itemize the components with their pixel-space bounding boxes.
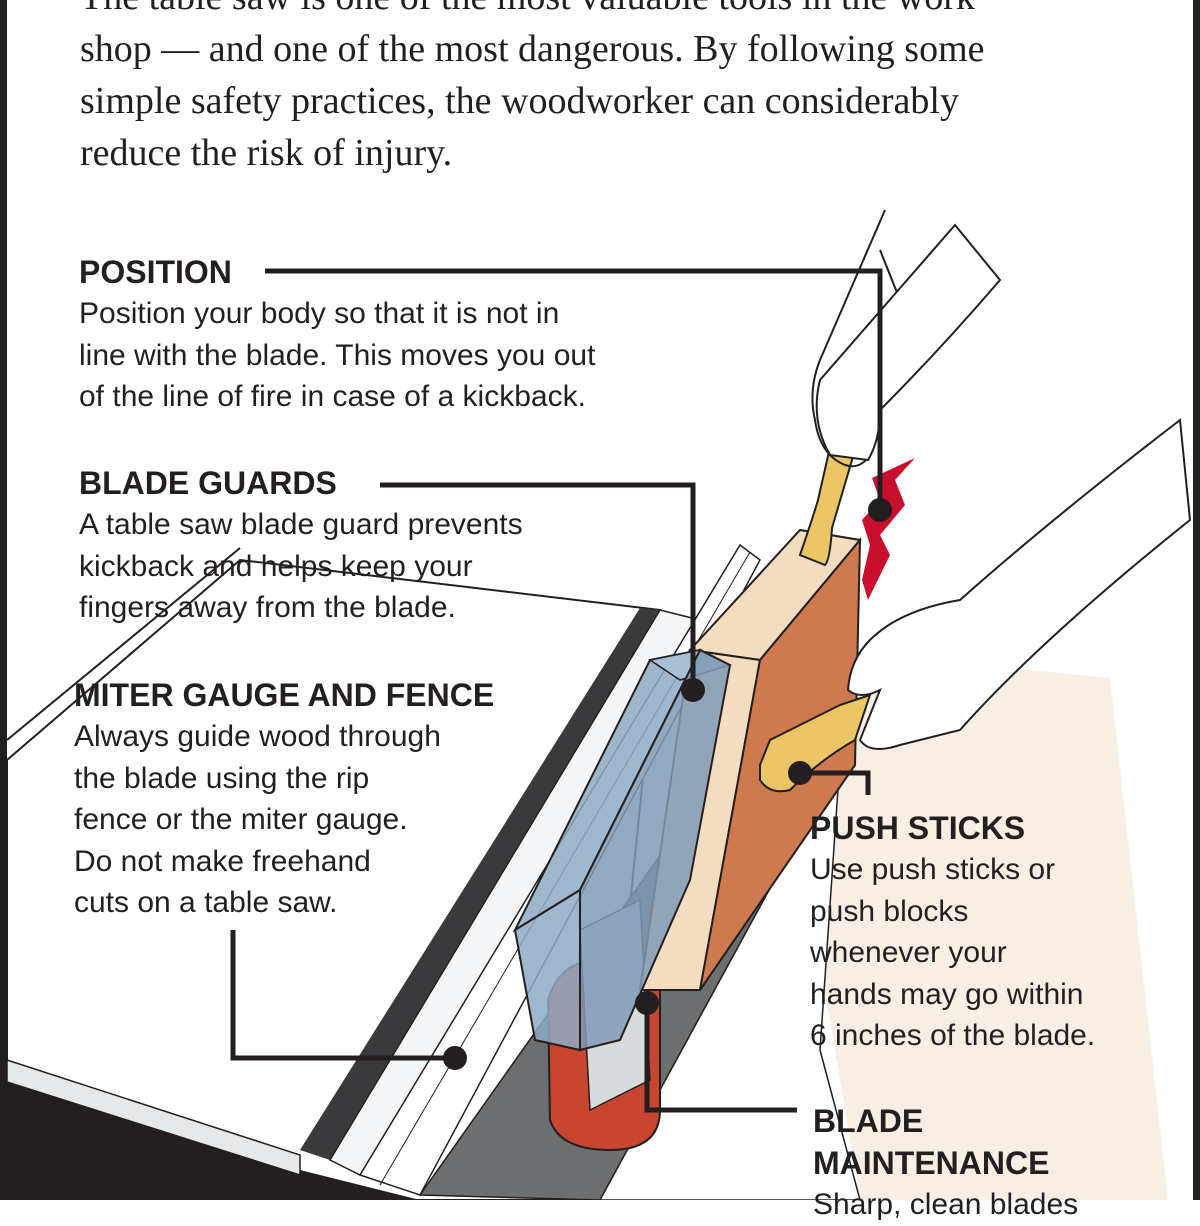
intro-line: The table saw is one of the most valuabl… bbox=[80, 0, 1160, 23]
lower-hand bbox=[846, 418, 1192, 750]
leader-blade-guards bbox=[380, 482, 696, 690]
callout-line: push blocks bbox=[810, 894, 969, 928]
callout-position: POSITION Position your body so that it i… bbox=[79, 251, 595, 418]
callout-line: hands may go within bbox=[810, 977, 1084, 1011]
table-edge-line bbox=[6, 547, 241, 741]
table-front-highlight bbox=[6, 1058, 301, 1177]
callout-push-sticks-text: Use push sticks or push blocks whenever … bbox=[810, 849, 1095, 1057]
callout-line: of the line of fire in case of a kickbac… bbox=[79, 380, 586, 413]
callout-blade-guards: BLADE GUARDS A table saw blade guard pre… bbox=[79, 462, 523, 629]
callout-line: Always guide wood through bbox=[74, 720, 441, 753]
leader-position-dot bbox=[868, 498, 892, 522]
table-saw-illustration bbox=[6, 209, 1192, 1200]
leader-push-sticks-dot bbox=[788, 761, 812, 785]
background-panel bbox=[780, 650, 1168, 1200]
callout-push-sticks-title: PUSH STICKS bbox=[810, 810, 1026, 846]
leader-miter-gauge bbox=[230, 930, 455, 1061]
leader-blade-maintenance-dot bbox=[635, 991, 659, 1015]
leader-push-sticks bbox=[800, 770, 871, 795]
callout-line: Use push sticks or bbox=[810, 853, 1056, 886]
callout-blade-guards-title: BLADE GUARDS bbox=[79, 465, 337, 501]
frame-border-right bbox=[1193, 0, 1200, 1200]
callout-miter-gauge-title: MITER GAUGE AND FENCE bbox=[74, 677, 495, 713]
callout-line: kickback and helps keep your bbox=[79, 549, 473, 583]
callout-line: cuts on a table saw. bbox=[74, 886, 338, 919]
callout-line: Sharp, clean blades bbox=[813, 1188, 1079, 1221]
callout-position-title: POSITION bbox=[79, 254, 232, 290]
callout-line: Do not make freehand bbox=[74, 844, 371, 878]
leader-blade-maintenance bbox=[644, 1003, 797, 1113]
callout-line: line with the blade. This moves you out bbox=[79, 338, 596, 372]
saw-table-front-edge bbox=[7, 1075, 420, 1200]
callout-blade-guards-text: A table saw blade guard prevents kickbac… bbox=[79, 504, 523, 629]
callout-push-sticks: PUSH STICKS Use push sticks or push bloc… bbox=[810, 807, 1095, 1057]
callout-blade-maintenance: BLADE MAINTENANCE Sharp, clean blades bbox=[813, 1100, 1078, 1226]
callout-position-text: Position your body so that it is not in … bbox=[79, 293, 595, 418]
callout-line: fingers away from the blade. bbox=[79, 591, 456, 624]
callout-blade-maintenance-text: Sharp, clean blades bbox=[813, 1184, 1078, 1226]
callout-line: whenever your bbox=[810, 936, 1007, 969]
intro-line: simple safety practices, the woodworker … bbox=[80, 80, 959, 122]
callout-miter-gauge-text: Always guide wood through the blade usin… bbox=[74, 716, 494, 924]
blade-guard-front bbox=[513, 888, 581, 1052]
rip-fence bbox=[300, 608, 660, 1160]
callout-blade-maintenance-title: MAINTENANCE bbox=[813, 1145, 1050, 1181]
leader-position bbox=[265, 268, 883, 510]
leader-blade-guards-dot bbox=[681, 678, 705, 702]
callout-line: A table saw blade guard prevents bbox=[79, 508, 523, 541]
frame-border-left bbox=[0, 0, 7, 1200]
intro-paragraph: The table saw is one of the most valuabl… bbox=[80, 0, 1160, 179]
callout-blade-maintenance-title: BLADE bbox=[813, 1103, 924, 1139]
leader-miter-gauge-dot bbox=[443, 1046, 467, 1070]
callout-miter-gauge: MITER GAUGE AND FENCE Always guide wood … bbox=[74, 674, 494, 924]
intro-line: shop — and one of the most dangerous. By… bbox=[80, 28, 985, 70]
table-right-strip bbox=[599, 759, 861, 1200]
intro-line: reduce the risk of injury. bbox=[80, 132, 453, 174]
upper-hand-fill bbox=[815, 223, 1002, 462]
callout-line: 6 inches of the blade. bbox=[810, 1019, 1096, 1052]
callout-line: fence or the miter gauge. bbox=[74, 803, 408, 836]
callout-line: Position your body so that it is not in bbox=[79, 297, 560, 330]
kickback-arrow bbox=[862, 458, 915, 600]
callout-line: the blade using the rip bbox=[74, 761, 370, 795]
